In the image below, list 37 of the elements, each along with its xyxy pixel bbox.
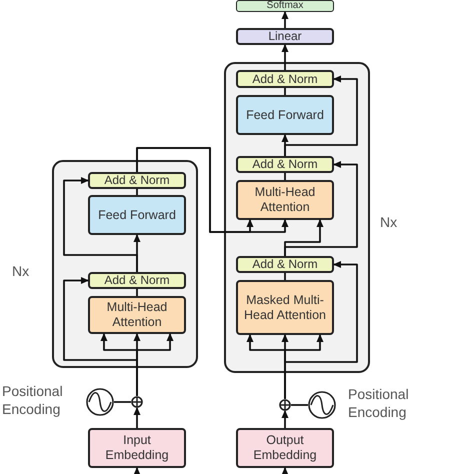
connector-line xyxy=(291,404,308,406)
connector-line xyxy=(136,289,138,296)
connector-line xyxy=(114,401,131,403)
side-label: Nx xyxy=(380,214,398,232)
connector-line xyxy=(284,273,286,280)
arrow xyxy=(282,11,288,28)
arrow xyxy=(284,76,358,156)
arrow xyxy=(282,44,288,70)
attention-box: Multi-Head Attention xyxy=(88,296,186,334)
attention-box: Multi-Head Attention xyxy=(236,180,334,220)
decoder-block xyxy=(224,62,370,373)
connector-line xyxy=(136,189,138,195)
arrow xyxy=(134,407,140,428)
add-norm-box: Add & Norm xyxy=(236,156,334,173)
masked-attention-box: Masked Multi-Head Attention xyxy=(236,280,334,335)
add-norm-box: Add & Norm xyxy=(236,256,334,273)
embedding-box: Input Embedding xyxy=(88,428,186,468)
side-label: Nx xyxy=(12,263,30,280)
softmax-box: Softmax xyxy=(236,0,334,12)
encoder-block xyxy=(52,160,198,368)
feed-forward-box: Feed Forward xyxy=(88,195,186,235)
connector-line xyxy=(284,88,286,95)
add-norm-box: Add & Norm xyxy=(88,172,186,189)
arrow xyxy=(282,467,288,474)
arrow xyxy=(63,177,138,272)
arrow xyxy=(282,410,288,428)
embedding-box: Output Embedding xyxy=(236,428,334,468)
side-label: Positional Encoding xyxy=(348,386,410,421)
side-label: Positional Encoding xyxy=(2,383,64,418)
linear-box: Linear xyxy=(236,28,334,45)
arrow xyxy=(136,147,288,233)
feed-forward-box: Feed Forward xyxy=(236,95,334,135)
add-norm-box: Add & Norm xyxy=(236,70,334,88)
add-norm-box: Add & Norm xyxy=(88,272,186,289)
arrow xyxy=(284,161,358,256)
arrow xyxy=(134,467,140,474)
connector-line xyxy=(284,173,286,180)
